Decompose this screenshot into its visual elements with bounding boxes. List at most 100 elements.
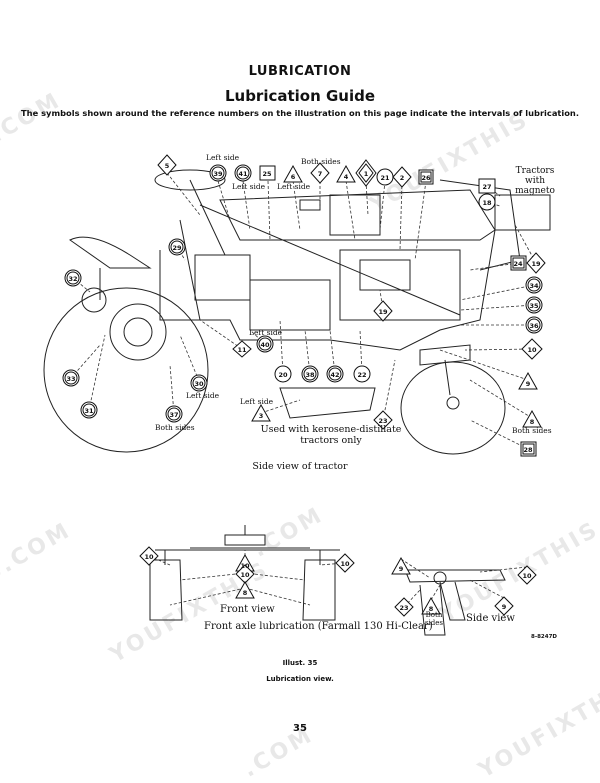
callout-num: 33: [66, 375, 75, 383]
callout-num: 25: [262, 170, 272, 178]
label-left-side: Left side: [186, 391, 220, 400]
callout-num: 9: [399, 565, 404, 573]
page-title: Lubrication Guide: [224, 87, 376, 105]
callout-num: 28: [523, 446, 533, 454]
callout-27: [478, 178, 496, 194]
label-left-side: Left side: [206, 153, 240, 162]
callout-num: 10: [240, 562, 250, 570]
callout-11: [232, 340, 252, 358]
callout-num: 31: [84, 407, 94, 415]
callout-4: [336, 164, 356, 183]
callout-3: [251, 403, 271, 422]
callout-5: [157, 154, 177, 176]
label-left-side: Left side: [277, 182, 311, 191]
callout-num: 36: [529, 322, 539, 330]
callout-num: 3: [259, 412, 264, 420]
callout-8-side: [421, 596, 441, 615]
drawing-code: 8-8247D: [531, 634, 557, 640]
callout-num: 19: [531, 260, 541, 268]
label-left-side: Left side: [232, 182, 266, 191]
callout-num: 35: [529, 302, 539, 310]
callout-num: 8: [429, 605, 434, 613]
callout-37: [165, 405, 183, 423]
callout-2: [392, 166, 412, 188]
callout-num: 21: [380, 174, 390, 182]
callout-30: [190, 374, 208, 392]
callout-19a: [526, 252, 546, 274]
callout-num: 8: [530, 418, 535, 426]
callout-9a: [518, 371, 538, 390]
callout-19b: [373, 300, 393, 322]
callout-41: [234, 164, 252, 182]
section-title: LUBRICATION: [248, 64, 352, 79]
callout-42: [326, 365, 344, 383]
callout-10-front-left: [139, 546, 159, 566]
callout-9-side: [391, 556, 411, 575]
callout-23-side: [394, 597, 414, 617]
front-axle-caption: Front axle lubrication (Farmall 130 Hi-C…: [204, 621, 433, 632]
tractor-side-view-illustration: 5 39 41 25 6 7 4 1 21 2 26 27 18 29 32 2…: [43, 154, 551, 457]
callout-31: [80, 401, 98, 419]
callout-num: 24: [513, 260, 523, 268]
callout-num: 10: [522, 572, 532, 580]
label-left-side: Left side: [249, 328, 283, 337]
callout-num: 39: [213, 170, 223, 178]
callout-num: 10: [527, 346, 537, 354]
callout-6: [283, 164, 303, 183]
label-both-sides: Both sides: [424, 611, 444, 627]
callout-num: 18: [482, 199, 492, 207]
label-both-sides: Both sides: [155, 423, 195, 432]
callout-num: 11: [237, 346, 247, 354]
callout-num: 1: [364, 170, 369, 178]
callout-num: 9: [526, 380, 531, 388]
callout-num: 38: [305, 371, 315, 379]
callout-33: [62, 369, 80, 387]
callout-34: [525, 276, 543, 294]
callout-num: 29: [172, 244, 182, 252]
callout-num: 34: [529, 282, 539, 290]
side-view-label: Side view: [466, 613, 515, 624]
label-kerosene-note: Used with kerosene-distillate tractors o…: [260, 424, 402, 446]
callout-36: [525, 316, 543, 334]
callout-38: [301, 365, 319, 383]
callout-num: 42: [330, 371, 339, 379]
front-axle-illustration: 10 10 8 10 9 10 23 8 9 10: [139, 525, 537, 636]
rear-wheel-outline: [43, 287, 209, 453]
callout-29: [168, 238, 186, 256]
callout-num: 40: [260, 341, 270, 349]
callout-num: 8: [243, 589, 248, 597]
callout-num: 19: [378, 308, 388, 316]
callout-num: 30: [194, 380, 204, 388]
callout-20: [274, 365, 292, 383]
label-left-side: Left side: [240, 397, 274, 406]
callout-22: [353, 365, 371, 383]
callout-7: [310, 162, 330, 184]
callout-39: [209, 164, 227, 182]
callout-num: 5: [165, 162, 170, 170]
callout-10a: [521, 338, 543, 360]
label-tractors-with-magneto: Tractors with magneto: [515, 166, 555, 196]
label-both-sides: Both sides: [512, 426, 552, 435]
callout-1: [355, 159, 377, 187]
callout-num: 23: [399, 604, 408, 612]
callout-num: 7: [318, 170, 323, 178]
callout-num: 23: [378, 417, 387, 425]
label-both-sides: Both sides: [301, 157, 341, 166]
callout-num: 10: [340, 560, 350, 568]
callout-23a: [373, 410, 393, 430]
front-view-label: Front view: [220, 604, 275, 615]
callout-num: 41: [238, 170, 248, 178]
callout-num: 20: [278, 371, 288, 379]
callout-num: 6: [291, 173, 296, 181]
callout-num: 4: [344, 173, 349, 181]
intro-text: The symbols shown around the reference n…: [21, 108, 579, 118]
callout-num: 10: [144, 553, 154, 561]
callout-num: 26: [421, 174, 431, 182]
callout-num: 2: [400, 174, 405, 182]
callout-10-front-center: [235, 564, 255, 584]
callout-25: [259, 165, 276, 181]
callout-8a: [522, 409, 542, 428]
callout-28: [520, 441, 537, 457]
callout-10-side: [517, 565, 537, 585]
callout-num: 10: [240, 571, 250, 579]
